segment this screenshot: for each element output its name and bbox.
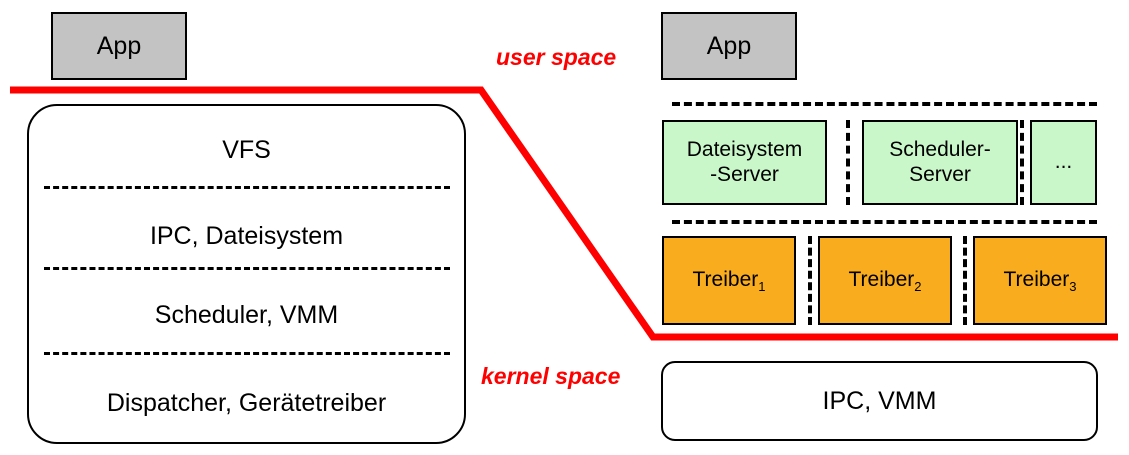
kernel-space-label: kernel space: [481, 363, 621, 389]
server-label: ...: [1054, 150, 1073, 174]
kernel-layer-label: Dispatcher, Gerätetreiber: [106, 388, 387, 417]
server-label: Scheduler- Server: [889, 138, 991, 186]
kernel-layer-ipc-dateisystem: IPC, Dateisystem: [27, 211, 466, 261]
app-box-right: App: [661, 12, 797, 80]
driver-box-1: Treiber1: [662, 236, 796, 325]
driver-label: Treiber3: [1003, 268, 1077, 294]
kernel-layer-label: VFS: [222, 135, 271, 164]
server-box-scheduler: Scheduler- Server: [862, 120, 1018, 205]
kernel-layer-separator: [44, 186, 450, 189]
server-separator: [1020, 120, 1024, 205]
driver-label: Treiber1: [692, 268, 766, 294]
kernel-layer-label: Scheduler, VMM: [154, 300, 339, 329]
server-box-more: ...: [1030, 120, 1097, 205]
microkernel-label: IPC, VMM: [822, 386, 937, 415]
driver-box-2: Treiber2: [818, 236, 952, 325]
driver-label: Treiber2: [848, 268, 922, 294]
driver-name: Treiber: [1003, 268, 1070, 292]
driver-index: 2: [914, 278, 922, 294]
kernel-layer-scheduler-vmm: Scheduler, VMM: [27, 290, 466, 340]
user-space-label: user space: [496, 44, 617, 70]
server-row-top-divider: [672, 102, 1097, 106]
app-label-right: App: [706, 31, 752, 60]
driver-index: 3: [1069, 278, 1077, 294]
server-separator: [846, 120, 850, 205]
kernel-layer-separator: [44, 352, 450, 355]
kernel-layer-vfs: VFS: [27, 125, 466, 175]
kernel-layer-separator: [44, 267, 450, 270]
kernel-layer-label: IPC, Dateisystem: [149, 221, 344, 250]
server-box-dateisystem: Dateisystem -Server: [662, 120, 827, 205]
driver-name: Treiber: [692, 268, 759, 292]
driver-name: Treiber: [848, 268, 915, 292]
app-label-left: App: [96, 31, 142, 60]
kernel-layer-dispatcher-geraetetreiber: Dispatcher, Gerätetreiber: [27, 378, 466, 428]
driver-box-3: Treiber3: [973, 236, 1107, 325]
driver-separator: [963, 236, 967, 325]
microkernel-box: IPC, VMM: [661, 361, 1098, 441]
driver-index: 1: [758, 278, 766, 294]
server-label: Dateisystem -Server: [686, 138, 803, 186]
driver-row-top-divider: [672, 220, 1097, 224]
driver-separator: [808, 236, 812, 325]
app-box-left: App: [51, 12, 187, 80]
